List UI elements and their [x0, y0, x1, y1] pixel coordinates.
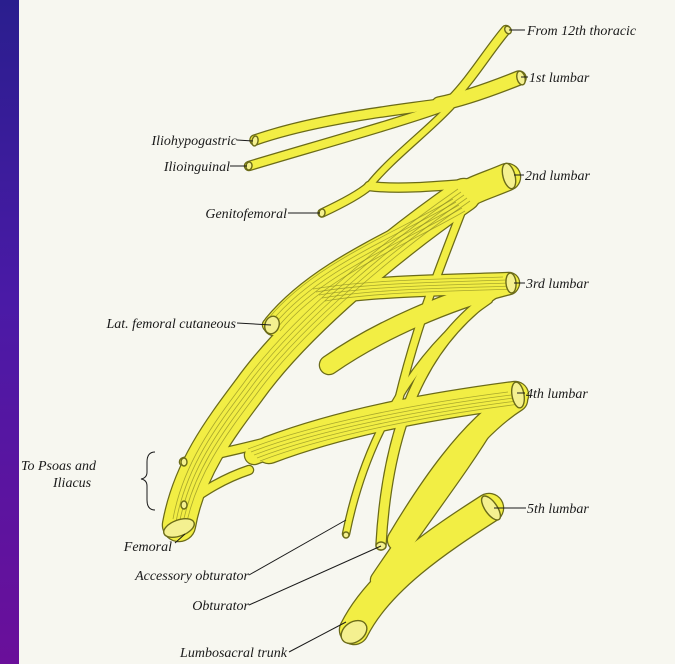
label-genitofemoral: Genitofemoral	[205, 207, 287, 222]
nerve-genitofemoral	[322, 186, 369, 213]
label-ilioinguinal: Ilioinguinal	[163, 160, 230, 175]
label-obturator: Obturator	[192, 599, 249, 614]
label-lumbosacral-trunk: Lumbosacral trunk	[179, 646, 288, 661]
label-3rd-lumbar: 3rd lumbar	[525, 277, 589, 292]
label-to-psoas-line2: Iliacus	[52, 476, 92, 491]
label-accessory-obturator: Accessory obturator	[134, 569, 249, 584]
label-4th-lumbar: 4th lumbar	[526, 387, 588, 402]
label-from-12th-thoracic: From 12th thoracic	[526, 24, 637, 39]
label-5th-lumbar: 5th lumbar	[527, 502, 589, 517]
label-iliohypogastric: Iliohypogastric	[150, 134, 237, 149]
label-femoral: Femoral	[123, 540, 172, 555]
stump-psoas-lower	[181, 501, 187, 509]
stump-accessory-obturator	[343, 532, 349, 538]
label-lat-femoral-cutaneous: Lat. femoral cutaneous	[106, 317, 237, 332]
label-1st-lumbar: 1st lumbar	[529, 71, 590, 86]
lumbar-plexus-diagram: From 12th thoracic 1st lumbar 2nd lumbar…	[19, 0, 675, 664]
label-to-psoas-line1: To Psoas and	[21, 459, 97, 474]
stump-psoas-upper	[181, 458, 187, 466]
label-2nd-lumbar: 2nd lumbar	[525, 169, 591, 184]
